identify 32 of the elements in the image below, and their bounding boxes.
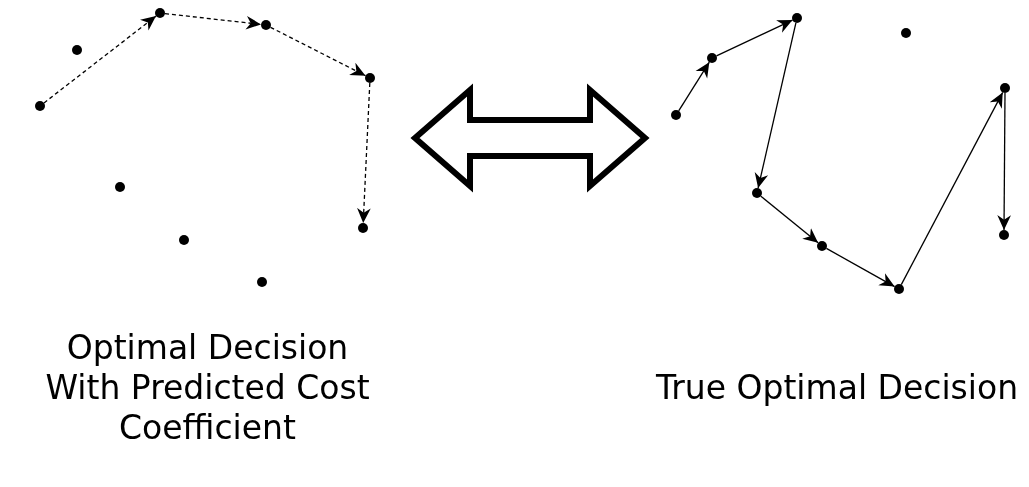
- arrow: [760, 195, 819, 244]
- arrow: [43, 15, 157, 104]
- panel-caption: True Optimal Decision: [654, 368, 1020, 408]
- point-dot: [358, 223, 368, 233]
- point-dot: [179, 235, 189, 245]
- point-dot: [752, 188, 762, 198]
- point-dot: [792, 13, 802, 23]
- arrow: [754, 22, 797, 189]
- double-arrow: [410, 83, 650, 193]
- point-dot: [817, 241, 827, 251]
- point-dot: [261, 20, 271, 30]
- point-dot: [365, 73, 375, 83]
- point-dot: [894, 284, 904, 294]
- arrow: [715, 19, 794, 57]
- point-dot: [671, 110, 681, 120]
- arrow: [997, 92, 1011, 231]
- point-dot: [115, 182, 125, 192]
- arrow: [678, 61, 710, 112]
- point-dot: [707, 53, 717, 63]
- arrow: [357, 82, 371, 224]
- arrow: [900, 91, 1004, 286]
- arrow: [269, 26, 367, 77]
- point-dot: [155, 8, 165, 18]
- point-dot: [1000, 83, 1010, 93]
- point-dot: [35, 101, 45, 111]
- point-dot: [901, 28, 911, 38]
- point-dot: [72, 45, 82, 55]
- point-dot: [999, 230, 1009, 240]
- panel-caption: Optimal Decision With Predicted Cost Coefficient: [44, 328, 371, 448]
- arrow: [164, 12, 262, 30]
- point-dot: [257, 277, 267, 287]
- arrow: [825, 247, 896, 288]
